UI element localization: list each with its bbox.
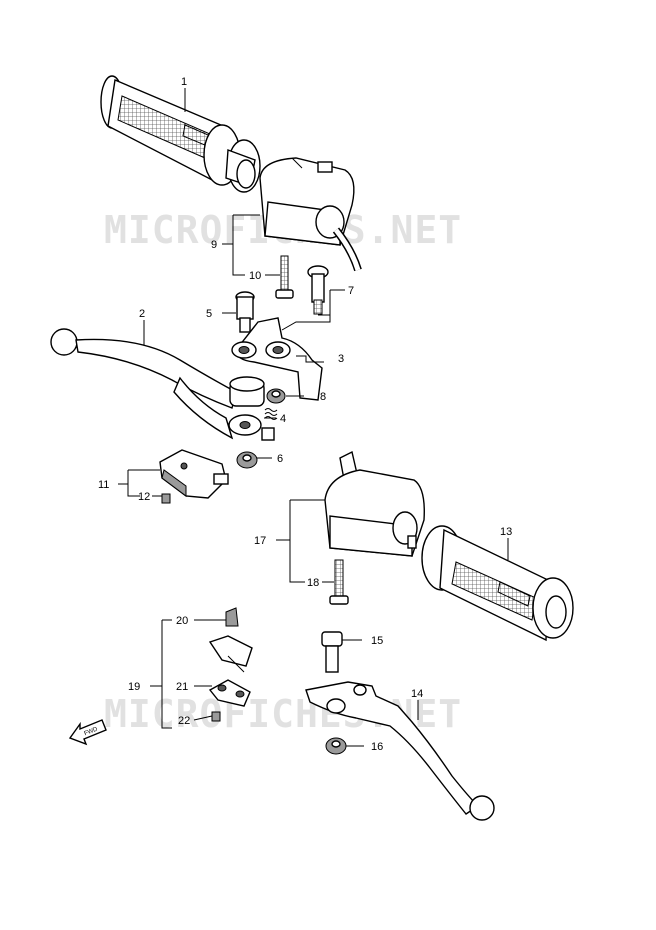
right-grip [421, 525, 574, 642]
callout-13: 13 [500, 526, 512, 538]
callout-14: 14 [411, 688, 423, 700]
callout-18: 18 [307, 577, 319, 589]
callout-17: 17 [254, 535, 266, 547]
left-lever-switch [159, 449, 229, 504]
callout-5: 5 [206, 308, 212, 320]
right-switch-box [324, 450, 425, 557]
screw-7 [307, 265, 329, 315]
callout-11: 11 [98, 479, 109, 491]
callout-10: 10 [249, 270, 261, 282]
callout-16: 16 [371, 741, 383, 753]
callout-15: 15 [371, 635, 383, 647]
screw-10 [275, 255, 294, 299]
lever-bracket [231, 317, 323, 401]
callout-7: 7 [348, 285, 354, 297]
callout-6: 6 [277, 453, 283, 465]
callout-20: 20 [176, 615, 188, 627]
bolt-5 [235, 291, 255, 333]
callout-3: 3 [338, 353, 344, 365]
callout-2: 2 [139, 308, 145, 320]
left-grip [100, 75, 261, 193]
nut-8 [266, 388, 286, 404]
callout-1: 1 [181, 76, 187, 88]
left-switch-box [259, 157, 362, 272]
callout-9: 9 [211, 239, 217, 251]
fwd-label: FWD [84, 726, 100, 737]
callout-21: 21 [176, 681, 188, 693]
callout-8: 8 [320, 391, 326, 403]
screw-18 [329, 559, 349, 605]
callout-12: 12 [138, 491, 150, 503]
bolt-15 [321, 631, 343, 673]
fwd-arrow-icon: FWD [68, 719, 107, 746]
nut-6 [236, 451, 258, 469]
callout-22: 22 [178, 715, 190, 727]
brake-lever [305, 681, 495, 821]
nut-16 [325, 737, 347, 755]
callout-numbers: 1 2 3 4 5 6 7 8 9 10 11 12 13 14 15 16 1… [98, 76, 512, 753]
clutch-lever [50, 328, 275, 441]
callout-4: 4 [280, 413, 286, 425]
bracket-set [208, 607, 253, 722]
leader-lines [118, 88, 509, 747]
callout-19: 19 [128, 681, 140, 693]
